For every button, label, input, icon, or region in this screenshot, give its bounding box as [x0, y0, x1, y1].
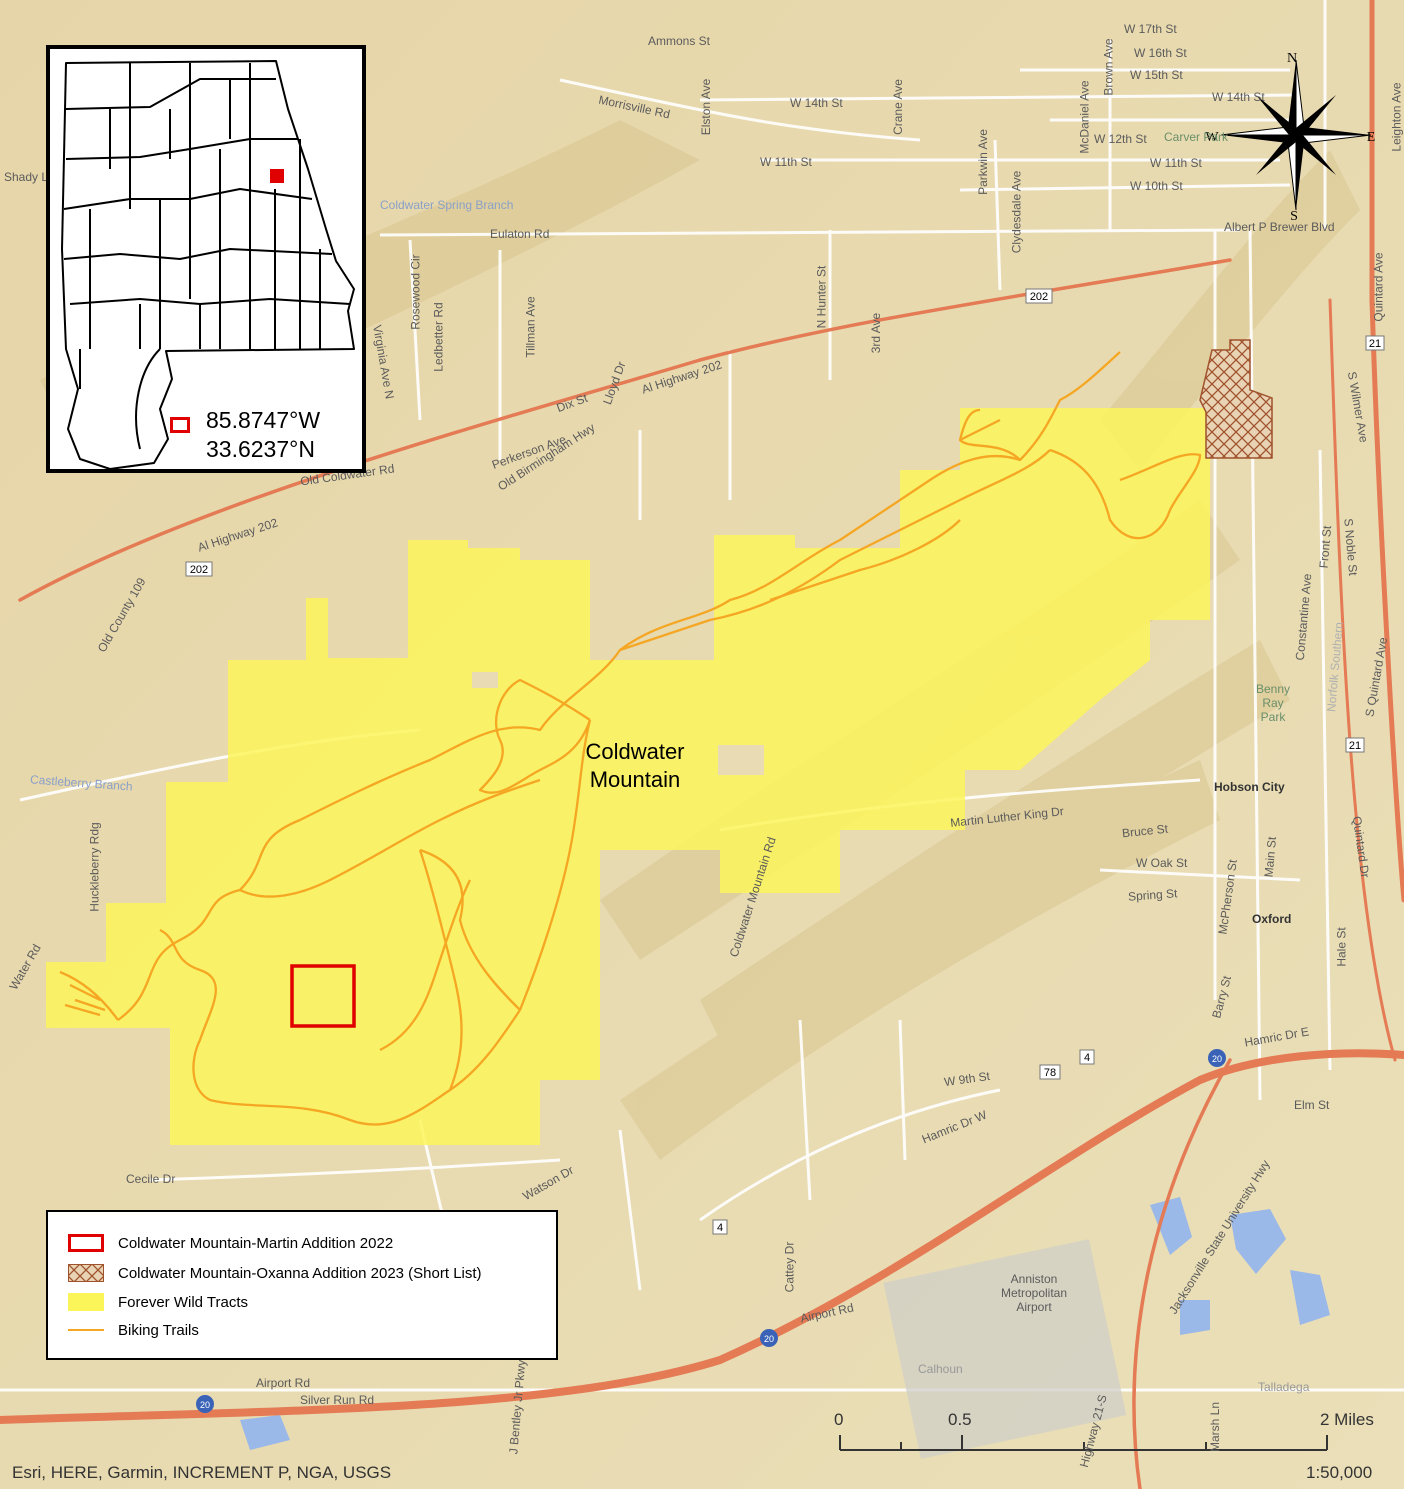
- forever-wild-tract: [46, 408, 1210, 1145]
- road-label: Airport Rd: [256, 1376, 311, 1390]
- map-legend: Coldwater Mountain-Martin Addition 2022 …: [46, 1210, 558, 1360]
- legend-label: Coldwater Mountain-Oxanna Addition 2023 …: [118, 1264, 482, 1282]
- road-label: Silver Run Rd: [300, 1393, 375, 1407]
- shield-label: 4: [1084, 1052, 1090, 1064]
- road-label: Ledbetter Rd: [431, 302, 446, 372]
- road-label: Brown Ave: [1101, 38, 1116, 96]
- road-network: [0, 0, 1404, 1392]
- legend-item-oxanna-addition: Coldwater Mountain-Oxanna Addition 2023 …: [68, 1262, 482, 1284]
- water-ponds: [240, 1197, 1330, 1450]
- road-label: Anniston Metropolitan Airport: [1000, 1272, 1068, 1314]
- location-marker: [270, 169, 284, 183]
- shield-label: 21: [1369, 338, 1381, 350]
- legend-label: Forever Wild Tracts: [118, 1293, 249, 1311]
- scale-ratio: 1:50,000: [1306, 1463, 1373, 1482]
- south-label: S: [1290, 209, 1298, 224]
- shield-label: 20: [200, 1400, 210, 1410]
- shield-label: 4: [717, 1222, 723, 1234]
- route-shields: 202 202 21 21 4 78 20 20 20 4: [185, 288, 1385, 1413]
- location-coordinates: 85.8747°W 33.6237°N: [206, 406, 320, 464]
- road-label: W 17th St: [1124, 22, 1177, 36]
- road-label: Rosewood Cir: [408, 254, 423, 330]
- orange-line-swatch-icon: [68, 1329, 104, 1331]
- feature-label-coldwater-mountain: Coldwater Mountain: [585, 739, 685, 792]
- red-outline-swatch-icon: [68, 1234, 104, 1252]
- road-label: N Hunter St: [814, 265, 829, 329]
- scalebar-label-0: 0: [834, 1410, 844, 1429]
- road-label: 3rd Ave: [869, 312, 884, 354]
- legend-label: Biking Trails: [118, 1321, 199, 1339]
- road-label: W 11th St: [1150, 156, 1202, 170]
- scale-bar: [839, 1435, 1328, 1451]
- road-label: W 11th St: [760, 155, 812, 169]
- road-label: Eulaton Rd: [490, 227, 550, 241]
- legend-item-biking-trails: Biking Trails: [68, 1319, 199, 1341]
- road-label: Clydesdale Ave: [1009, 170, 1024, 254]
- road-label: W 12th St: [1094, 132, 1147, 146]
- shield-label: 20: [1212, 1054, 1222, 1064]
- hatch-swatch-icon: [68, 1264, 104, 1282]
- road-label: Marsh Ln: [1208, 1401, 1223, 1453]
- coordinate-longitude: 85.8747°W: [206, 407, 321, 433]
- shield-label: 202: [1030, 291, 1048, 303]
- road-label: Elm St: [1294, 1098, 1330, 1112]
- scalebar-label-end: 2 Miles: [1320, 1410, 1374, 1429]
- forever-wild-gap: [718, 745, 764, 775]
- shield-label: 202: [190, 564, 208, 576]
- martin-addition-parcel[interactable]: [290, 964, 356, 1028]
- road-label: Talladega: [1258, 1380, 1310, 1394]
- road-label: Crane Ave: [890, 79, 905, 135]
- road-label: Leighton Ave: [1389, 82, 1404, 152]
- road-label: McDaniel Ave: [1077, 80, 1092, 154]
- road-label: Huckleberry Rdg: [87, 822, 102, 912]
- road-label: W 14th St: [1212, 90, 1265, 104]
- road-label: Coldwater Spring Branch: [380, 198, 514, 212]
- biking-trails[interactable]: [59, 351, 1202, 1126]
- road-label: Carver Park: [1164, 130, 1229, 144]
- road-label: W 10th St: [1130, 179, 1183, 193]
- alabama-counties-outline: [61, 60, 355, 470]
- road-label: Shady Ln: [4, 170, 55, 184]
- road-label: Ammons St: [648, 34, 711, 48]
- north-label: N: [1287, 51, 1297, 66]
- yellow-fill-swatch-icon: [68, 1293, 104, 1311]
- road-label: Quintard Ave: [1371, 252, 1386, 322]
- road-label: Hale St: [1334, 927, 1349, 967]
- road-label: W 14th St: [790, 96, 843, 110]
- legend-label: Coldwater Mountain-Martin Addition 2022: [118, 1234, 394, 1252]
- shield-label: 20: [764, 1334, 774, 1344]
- west-label: W: [1205, 130, 1219, 145]
- legend-item-forever-wild: Forever Wild Tracts: [68, 1291, 248, 1313]
- legend-item-martin-addition: Coldwater Mountain-Martin Addition 2022: [68, 1232, 393, 1254]
- forever-wild-gap: [472, 672, 498, 688]
- road-label: Hobson City: [1214, 780, 1285, 794]
- shield-label: 21: [1349, 740, 1361, 752]
- road-label: Tillman Ave: [523, 296, 538, 358]
- east-label: E: [1367, 130, 1376, 145]
- location-legend-box-icon: [170, 417, 190, 433]
- road-label: W 16th St: [1134, 46, 1187, 60]
- road-label: Parkwin Ave: [975, 129, 990, 195]
- coordinate-latitude: 33.6237°N: [206, 436, 315, 462]
- shield-label: 78: [1044, 1067, 1056, 1079]
- airport-area: [883, 1239, 1127, 1459]
- road-label: Oxford: [1252, 912, 1292, 926]
- inset-locator-map: 85.8747°W 33.6237°N: [46, 45, 366, 473]
- road-label: Benny Ray Park: [1255, 682, 1291, 724]
- road-label: Cattey Dr: [782, 1241, 797, 1293]
- road-label: Cecile Dr: [126, 1172, 176, 1186]
- road-label: Albert P Brewer Blvd: [1224, 220, 1335, 234]
- north-arrow-icon: [1220, 59, 1372, 211]
- road-label: W 15th St: [1130, 68, 1183, 82]
- road-label: Calhoun: [918, 1362, 963, 1376]
- road-label: W Oak St: [1136, 856, 1188, 870]
- road-label: Elston Ave: [699, 78, 714, 136]
- attribution-text: Esri, HERE, Garmin, INCREMENT P, NGA, US…: [12, 1463, 392, 1482]
- oxanna-addition-parcel: [1199, 339, 1273, 459]
- scalebar-label-half: 0.5: [948, 1410, 972, 1429]
